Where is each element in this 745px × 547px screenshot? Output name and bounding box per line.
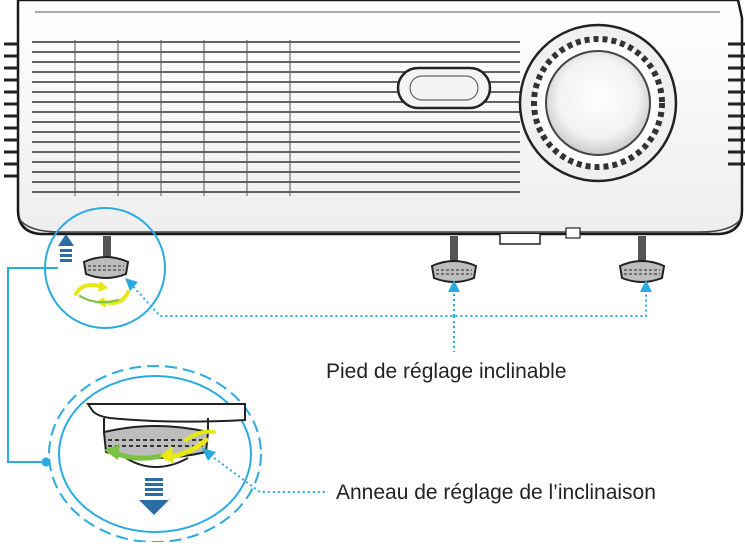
down-arrow-icon — [139, 478, 169, 515]
rotate-arrows-icon — [104, 429, 216, 464]
lens — [518, 23, 678, 183]
right-side-vents — [728, 42, 745, 166]
foot-dotted-leaders — [129, 282, 647, 352]
ring-dotted-leader — [205, 451, 328, 493]
sensor-window — [396, 66, 492, 110]
adjustable-foot-icon — [82, 236, 130, 279]
foot-pointer-arrow — [448, 280, 460, 292]
projector-illustration — [4, 0, 745, 245]
ring-pointer-arrow — [202, 448, 216, 461]
adjustable-foot-icon — [430, 236, 478, 283]
left-side-vents — [4, 42, 18, 178]
rotate-arrows-icon — [74, 281, 130, 308]
zoom-detail — [48, 365, 262, 543]
foot-pointer-arrow — [640, 280, 652, 292]
adjustable-foot-icon — [618, 236, 666, 283]
zoom-connector — [7, 267, 58, 463]
up-arrow-icon — [58, 234, 74, 262]
tilt-ring-label: Anneau de réglage de l’inclinaison — [336, 481, 656, 504]
foot-pointer-arrow — [125, 278, 138, 291]
tilt-foot-label: Pied de réglage inclinable — [326, 360, 567, 383]
grille-dividers — [74, 40, 291, 196]
